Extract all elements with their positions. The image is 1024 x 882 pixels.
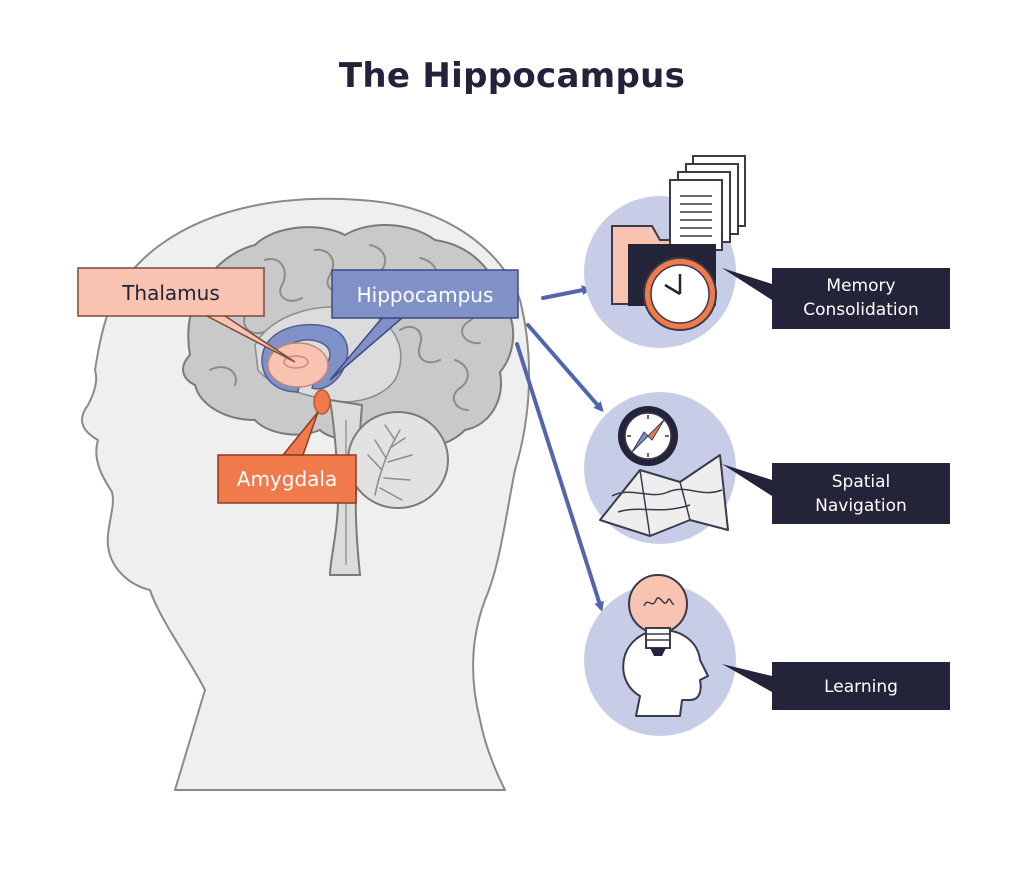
page-title: The Hippocampus (338, 56, 686, 96)
learning-function: Learning (584, 574, 950, 736)
hippocampus-text: Hippocampus (357, 283, 494, 307)
arrow-to-memory (541, 285, 592, 300)
compass-map-icon (599, 406, 729, 537)
memory-function: Memory Consolidation (584, 155, 950, 348)
learning-line1: Learning (824, 677, 898, 697)
amygdala-label: Amygdala (217, 411, 357, 504)
hippocampus-label: Hippocampus (329, 269, 519, 381)
lightbulb-head-icon (622, 574, 709, 717)
navigation-line2: Navigation (815, 496, 907, 516)
amygdala-text: Amygdala (237, 467, 337, 491)
arrow-to-navigation (526, 323, 604, 413)
thalamus-label: Thalamus (77, 267, 296, 363)
navigation-function: Spatial Navigation (584, 392, 950, 544)
navigation-line1: Spatial (832, 472, 891, 492)
thalamus-text: Thalamus (121, 281, 220, 305)
memory-line1: Memory (826, 276, 895, 296)
memory-line2: Consolidation (803, 300, 919, 320)
arrow-to-learning (515, 342, 604, 612)
navigation-box (772, 463, 950, 524)
learning-box (772, 662, 950, 710)
clock-folder-icon (611, 155, 746, 331)
memory-box (772, 268, 950, 329)
